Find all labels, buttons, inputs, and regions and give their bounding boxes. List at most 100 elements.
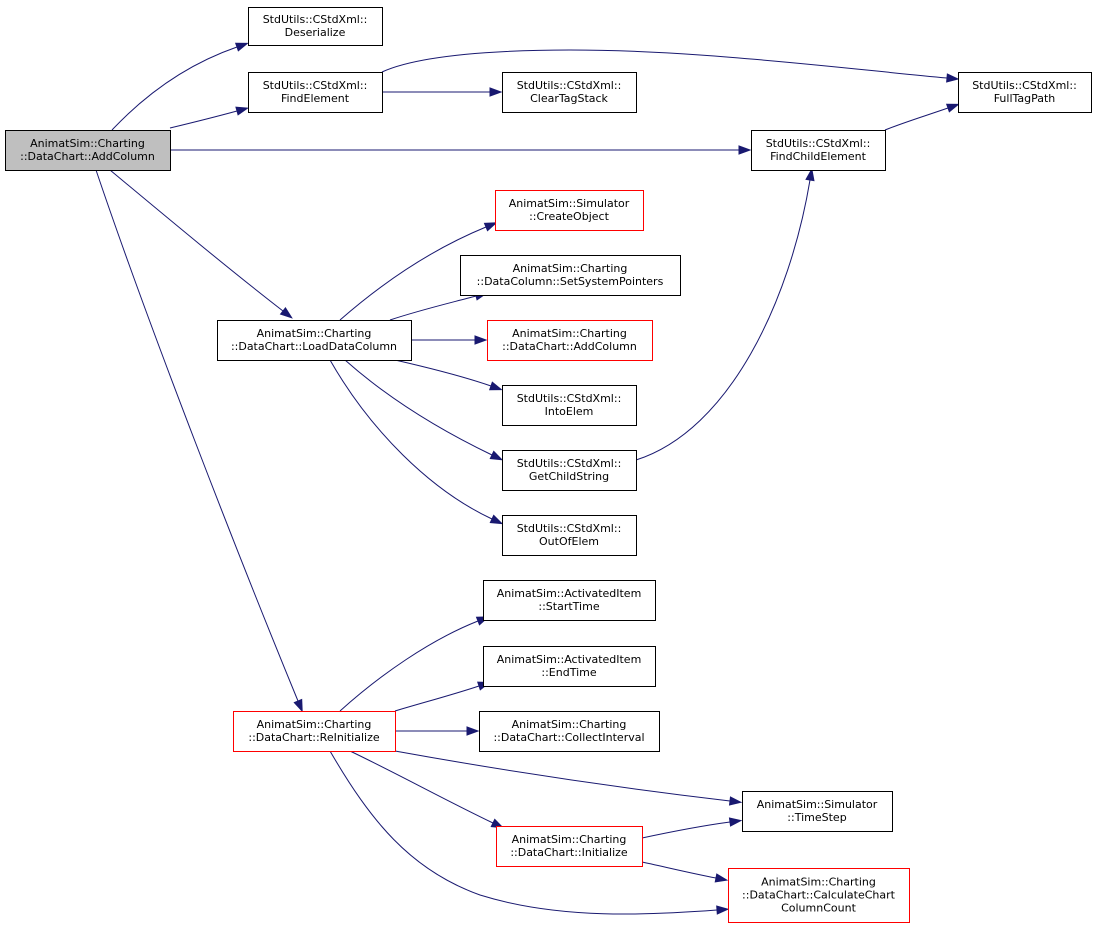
node-box[interactable] (958, 72, 1092, 113)
node-deserialize[interactable]: StdUtils::CStdXml::Deserialize (248, 7, 383, 46)
node-box[interactable] (233, 711, 396, 752)
node-fulltagpath[interactable]: StdUtils::CStdXml::FullTagPath (958, 72, 1092, 113)
edge-arrowhead (805, 167, 815, 182)
node-collectinterval[interactable]: AnimatSim::Charting::DataChart::CollectI… (479, 711, 660, 752)
node-box[interactable] (248, 7, 383, 46)
node-outofelem[interactable]: StdUtils::CStdXml::OutOfElem (502, 515, 637, 556)
edge-reinitialize-to-collectinterval (395, 726, 480, 736)
node-box[interactable] (502, 450, 637, 491)
node-cleartagstack[interactable]: StdUtils::CStdXml::ClearTagStack (502, 72, 637, 113)
node-loaddatacolumn[interactable]: AnimatSim::Charting::DataChart::LoadData… (217, 320, 412, 361)
node-label-line: AnimatSim::Charting (761, 876, 876, 889)
edge-line (389, 295, 477, 321)
edge-getchildstring-to-findchildelement (635, 167, 815, 461)
node-box[interactable] (217, 320, 412, 361)
node-label-line: StdUtils::CStdXml:: (517, 457, 622, 470)
edge-line (95, 169, 299, 702)
node-box[interactable] (483, 646, 656, 687)
node-getchildstring[interactable]: StdUtils::CStdXml::GetChildString (502, 450, 637, 491)
node-initialize[interactable]: AnimatSim::Charting::DataChart::Initiali… (496, 826, 643, 867)
edge-loaddatacolumn-to-getchildstring (344, 359, 504, 461)
node-label-line: ::DataColumn::SetSystemPointers (477, 275, 664, 288)
node-box[interactable] (728, 868, 910, 923)
edge-arrowhead (716, 905, 730, 915)
node-label-line: AnimatSim::Charting (512, 327, 627, 340)
node-label-line: FindChildElement (770, 150, 867, 163)
edge-arrowhead (279, 306, 293, 319)
node-createobject[interactable]: AnimatSim::Simulator::CreateObject (495, 190, 644, 231)
node-label-line: AnimatSim::ActivatedItem (497, 587, 642, 600)
edge-initialize-to-timestep (641, 817, 743, 839)
edge-reinitialize-to-calculatechartcolumncount (329, 750, 730, 915)
edge-line (329, 359, 493, 520)
node-label-line: ::TimeStep (787, 811, 846, 824)
node-findelement[interactable]: StdUtils::CStdXml::FindElement (248, 72, 383, 113)
node-setsystempointers[interactable]: AnimatSim::Charting::DataColumn::SetSyst… (460, 255, 681, 296)
node-findchildelement[interactable]: StdUtils::CStdXml::FindChildElement (751, 130, 886, 171)
node-root[interactable]: AnimatSim::Charting::DataChart::AddColum… (5, 130, 171, 171)
node-label-line: GetChildString (529, 470, 609, 483)
edge-arrowhead (728, 796, 743, 806)
node-box[interactable] (479, 711, 660, 752)
node-calculatechartcolumncount[interactable]: AnimatSim::Charting::DataChart::Calculat… (728, 868, 910, 923)
node-box[interactable] (460, 255, 681, 296)
node-label-line: StdUtils::CStdXml:: (972, 79, 1077, 92)
edge-line (169, 110, 238, 129)
edge-line (635, 179, 811, 461)
edge-arrowhead (489, 87, 503, 97)
node-label-line: ::DataChart::Initialize (510, 846, 628, 859)
node-label-line: AnimatSim::ActivatedItem (497, 653, 642, 666)
node-box[interactable] (483, 580, 656, 621)
node-label-line: AnimatSim::Charting (257, 718, 372, 731)
edge-reinitialize-to-timestep (394, 750, 743, 806)
edge-arrowhead (489, 450, 504, 461)
edge-loaddatacolumn-to-setsystempointers (389, 291, 489, 321)
node-label-line: StdUtils::CStdXml:: (517, 392, 622, 405)
edge-line (381, 49, 948, 79)
edge-arrowhead (466, 726, 480, 736)
edge-arrowhead (488, 381, 503, 391)
node-label-line: AnimatSim::Simulator (757, 798, 878, 811)
node-label-line: ::StartTime (538, 600, 599, 613)
edge-findelement-to-fulltagpath (381, 49, 960, 83)
edge-arrowhead (728, 817, 743, 827)
edge-arrowhead (714, 873, 729, 883)
node-label-line: StdUtils::CStdXml:: (263, 79, 368, 92)
node-endtime[interactable]: AnimatSim::ActivatedItem::EndTime (483, 646, 656, 687)
edge-line (349, 750, 494, 824)
node-label-line: ::DataChart::CollectInterval (493, 731, 644, 744)
edge-root-to-deserialize (111, 42, 249, 131)
node-box[interactable] (502, 72, 637, 113)
node-box[interactable] (751, 130, 886, 171)
node-box[interactable] (5, 130, 171, 171)
node-intoelem[interactable]: StdUtils::CStdXml::IntoElem (502, 385, 637, 426)
node-starttime[interactable]: AnimatSim::ActivatedItem::StartTime (483, 580, 656, 621)
node-box[interactable] (248, 72, 383, 113)
node-reinitialize[interactable]: AnimatSim::Charting::DataChart::ReInitia… (233, 711, 396, 752)
node-timestep[interactable]: AnimatSim::Simulator::TimeStep (742, 791, 893, 832)
edge-arrowhead (945, 103, 960, 113)
node-box[interactable] (742, 791, 893, 832)
edge-line (394, 685, 480, 712)
node-addcolumn2[interactable]: AnimatSim::Charting::DataChart::AddColum… (487, 320, 653, 361)
node-box[interactable] (495, 190, 644, 231)
edges-layer (95, 42, 960, 915)
edge-line (329, 750, 718, 915)
node-box[interactable] (502, 385, 637, 426)
edge-arrowhead (489, 514, 504, 525)
edge-line (111, 46, 238, 131)
edge-arrowhead (738, 145, 752, 155)
edge-line (394, 359, 492, 387)
edge-initialize-to-calculatechartcolumncount (641, 861, 729, 883)
node-box[interactable] (496, 826, 643, 867)
node-label-line: ColumnCount (781, 902, 856, 915)
node-box[interactable] (502, 515, 637, 556)
node-label-line: AnimatSim::Charting (513, 262, 628, 275)
node-box[interactable] (487, 320, 653, 361)
node-label-line: StdUtils::CStdXml:: (766, 137, 871, 150)
nodes-layer: AnimatSim::Charting::DataChart::AddColum… (5, 7, 1092, 923)
edge-root-to-loaddatacolumn (109, 169, 293, 319)
edge-loaddatacolumn-to-createobject (339, 222, 498, 321)
